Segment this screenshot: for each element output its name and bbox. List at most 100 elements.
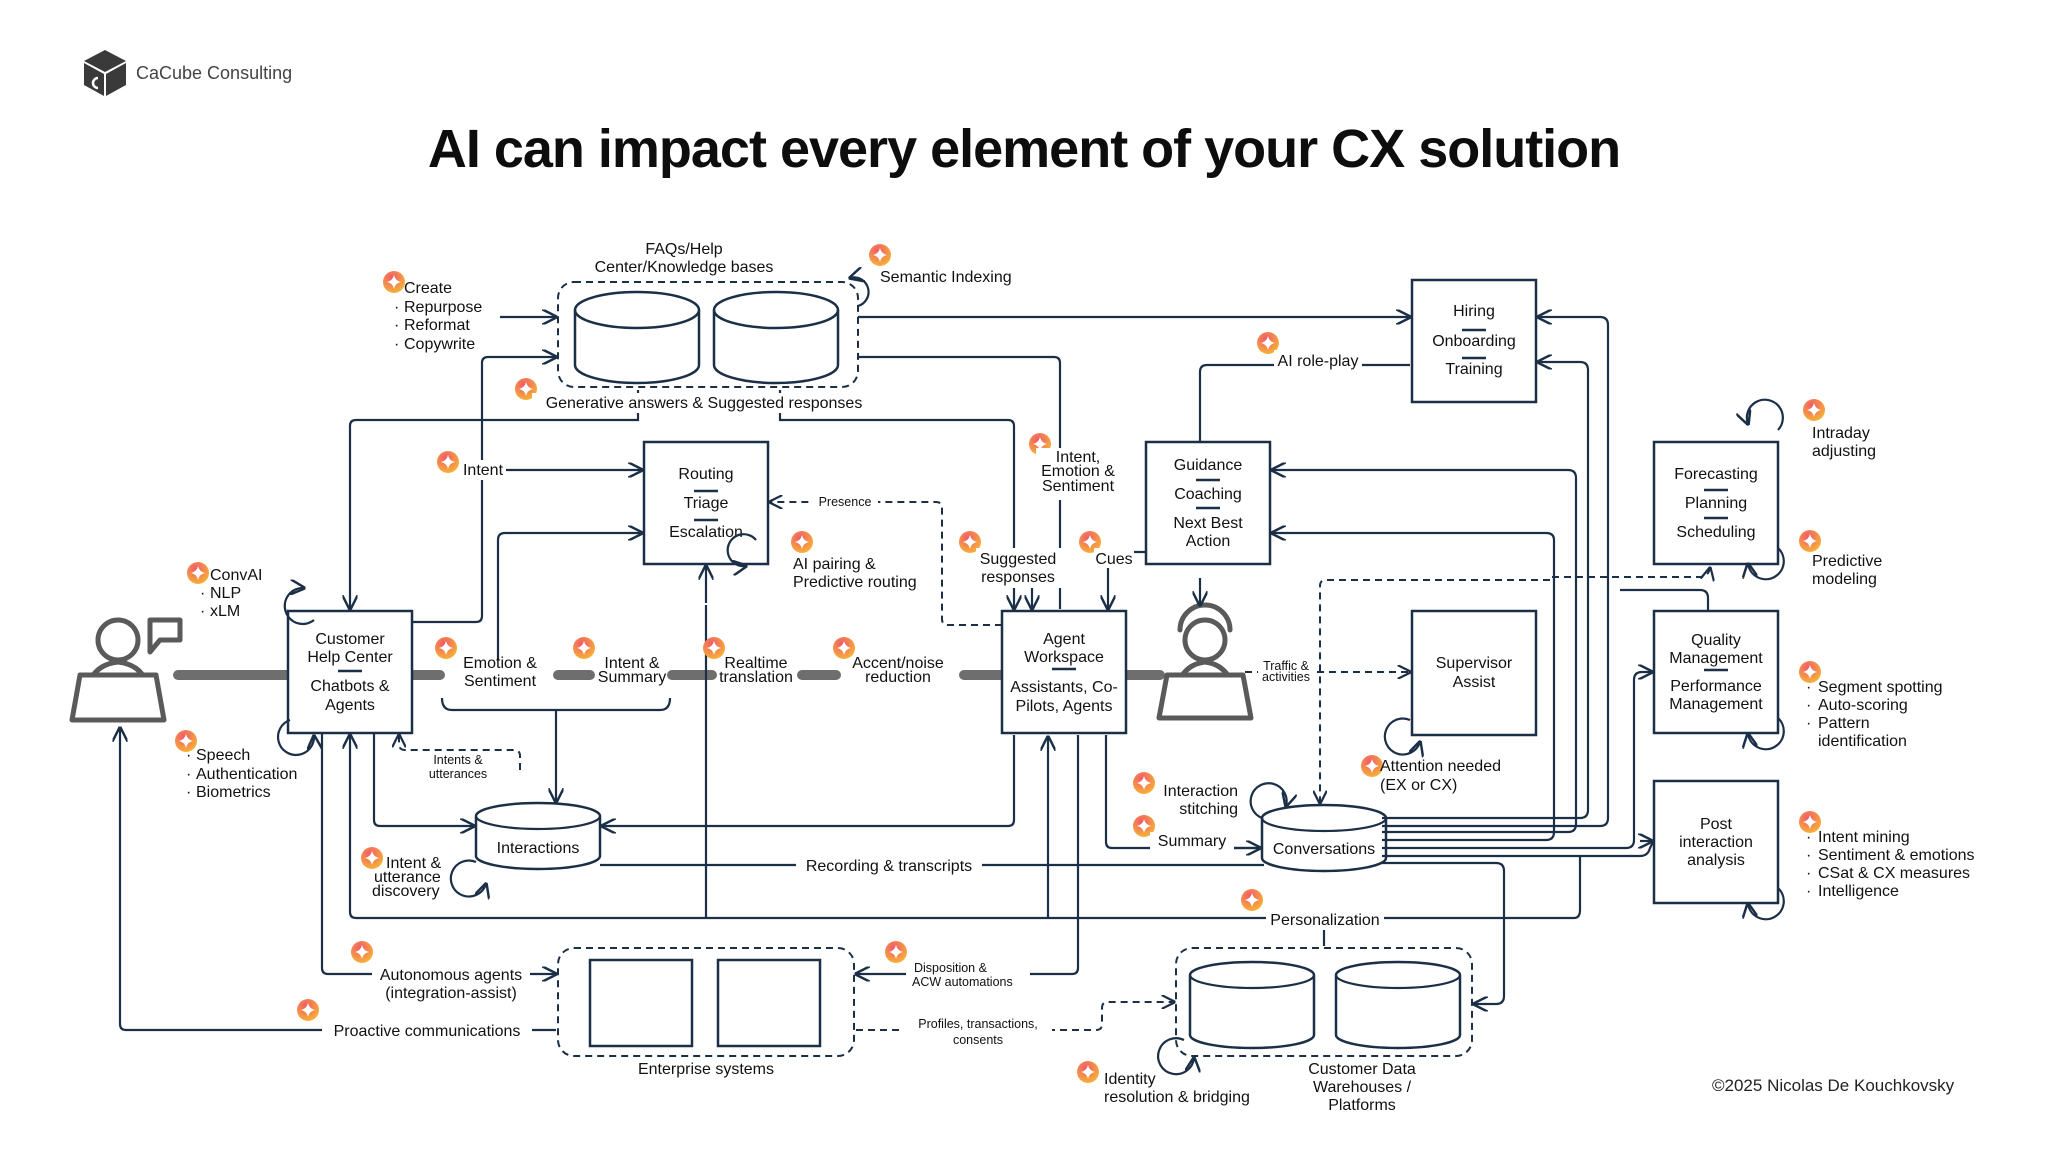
onboarding-label: Onboarding	[1432, 333, 1516, 350]
ai-pairing-label-1: AI pairing &	[793, 556, 876, 573]
help-center-line1: Customer	[315, 631, 385, 648]
hiring-label: Hiring	[1453, 303, 1495, 320]
knowledge-title-2: Center/Knowledge bases	[595, 259, 774, 276]
list-item: Pattern	[1818, 715, 1870, 732]
sparkle-icon	[187, 562, 209, 584]
recording-label: Recording & transcripts	[806, 858, 972, 875]
autonomous-1: Autonomous agents	[380, 967, 522, 984]
knowledge-title-1: FAQs/Help	[645, 241, 722, 258]
conversations-label: Conversations	[1273, 841, 1375, 858]
brand: CaCube Consulting	[82, 48, 292, 98]
svg-text:·: ·	[1806, 847, 1811, 864]
cube-logo-icon	[84, 50, 126, 96]
list-item: Reformat	[404, 317, 470, 334]
cdp-label-1: Customer Data	[1308, 1061, 1416, 1078]
forecasting-planning-scheduling[interactable]: Forecasting Planning Scheduling	[1652, 440, 1780, 566]
conversations-db[interactable]: Conversations	[1260, 803, 1388, 873]
svg-text:·: ·	[186, 747, 191, 764]
list-item: Biometrics	[196, 784, 271, 801]
performance-line2: Management	[1669, 696, 1763, 713]
ai-pairing-label-2: Predictive routing	[793, 574, 917, 591]
identity-2: resolution & bridging	[1104, 1089, 1250, 1106]
disposition-1: Disposition &	[914, 961, 988, 975]
supervisor-line2: Assist	[1453, 674, 1496, 691]
intents-utterances-1: Intents &	[433, 753, 483, 767]
translation-1: Realtime	[724, 655, 787, 672]
conv-ai-list: ConvAI NLP xLM	[210, 567, 262, 620]
chatbots-line1: Chatbots &	[310, 678, 389, 695]
customer-data-platforms[interactable]: Customer Data Warehouses / Platforms	[1175, 947, 1473, 1114]
ies-label-3: Sentiment	[1042, 478, 1115, 495]
intraday-2: adjusting	[1812, 443, 1876, 460]
svg-text:·: ·	[1806, 883, 1811, 900]
assistants-line1: Assistants, Co-	[1010, 679, 1118, 696]
routing-triage-escalation[interactable]: Routing Triage Escalation	[642, 440, 770, 566]
list-item: Intent mining	[1818, 829, 1910, 846]
agent-workspace[interactable]: Agent Workspace Assistants, Co- Pilots, …	[1000, 609, 1128, 735]
enterprise-systems[interactable]: Enterprise systems	[557, 947, 855, 1078]
list-item: Auto-scoring	[1818, 697, 1908, 714]
sparkle-icon	[437, 451, 459, 473]
ai-badges	[175, 244, 1825, 1083]
content-ops-list: Create Repurpose Reformat Copywrite	[404, 280, 482, 353]
sparkle-icon	[361, 847, 383, 869]
list-item: Create	[404, 280, 452, 297]
enterprise-label: Enterprise systems	[638, 1061, 774, 1078]
ies-label-2: Emotion &	[1041, 463, 1115, 480]
guidance-label: Guidance	[1174, 457, 1243, 474]
sparkle-icon	[1803, 399, 1825, 421]
summary-label: Summary	[1158, 833, 1226, 850]
forecasting-label: Forecasting	[1674, 466, 1758, 483]
svg-text:·: ·	[186, 784, 191, 801]
cdp-label-2: Warehouses /	[1313, 1079, 1412, 1096]
customer-help-center[interactable]: Customer Help Center Chatbots & Agents	[286, 609, 414, 735]
intraday-1: Intraday	[1812, 425, 1870, 442]
emotion-label-1: Emotion &	[463, 655, 537, 672]
list-item: Segment spotting	[1818, 679, 1943, 696]
intents-utterances-2: utterances	[429, 767, 487, 781]
workspace-line2: Workspace	[1024, 649, 1104, 666]
speech-list: Speech Authentication Biometrics	[196, 747, 297, 801]
list-item: Authentication	[196, 766, 297, 783]
list-item: Copywrite	[404, 336, 475, 353]
attention-2: (EX or CX)	[1380, 777, 1457, 794]
list-item: Intelligence	[1818, 883, 1899, 900]
training-label: Training	[1445, 361, 1502, 378]
coaching-label: Coaching	[1174, 486, 1242, 503]
autonomous-2: (integration-assist)	[385, 985, 517, 1002]
discovery-1: Intent &	[386, 855, 441, 872]
intent-label: Intent	[463, 462, 504, 479]
quality-performance-management[interactable]: Quality Management Performance Managemen…	[1652, 609, 1780, 735]
personalization-label: Personalization	[1270, 912, 1379, 929]
list-item: CSat & CX measures	[1818, 865, 1970, 882]
list-item: Repurpose	[404, 299, 482, 316]
action-label: Action	[1186, 533, 1230, 550]
sparkle-icon	[1799, 530, 1821, 552]
hiring-onboarding-training[interactable]: Hiring Onboarding Training	[1410, 278, 1538, 404]
stitching-1: Interaction	[1163, 783, 1238, 800]
traffic-label-2: activities	[1262, 670, 1310, 684]
sparkle-icon	[703, 637, 725, 659]
sparkle-icon	[1077, 1061, 1099, 1083]
sparkle-icon	[869, 244, 891, 266]
post-interaction-analysis[interactable]: Post interaction analysis	[1652, 779, 1780, 905]
predictive-1: Predictive	[1812, 553, 1882, 570]
cdp-label-3: Platforms	[1328, 1097, 1396, 1114]
list-item: Speech	[196, 747, 250, 764]
discovery-2: utterance	[374, 869, 441, 886]
supervisor-assist[interactable]: Supervisor Assist	[1410, 609, 1538, 737]
escalation-label: Escalation	[669, 524, 743, 541]
quality-line2: Management	[1669, 650, 1763, 667]
agent-person-icon	[1156, 602, 1254, 721]
guidance-coaching-nba[interactable]: Guidance Coaching Next Best Action	[1144, 440, 1272, 566]
knowledge-bases[interactable]: FAQs/Help Center/Knowledge bases	[557, 241, 859, 388]
interactions-db[interactable]: Interactions	[474, 801, 602, 871]
attention-1: Attention needed	[1380, 758, 1501, 775]
sparkle-icon	[297, 999, 319, 1021]
sparkle-icon	[435, 637, 457, 659]
brand-name: CaCube Consulting	[136, 62, 293, 83]
cues-label: Cues	[1095, 551, 1132, 568]
ies-label-1: Intent,	[1056, 449, 1100, 466]
svg-text:·: ·	[394, 317, 399, 334]
